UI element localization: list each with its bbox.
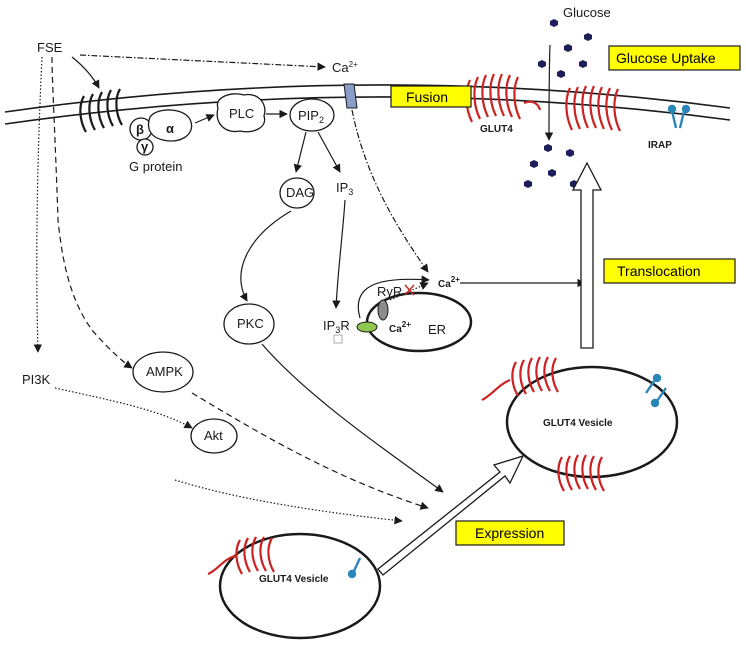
glucose-entry-arrow (544, 44, 554, 141)
fse-to-ca-arrow (79, 54, 326, 71)
upper-vesicle-glut4-top-icon (481, 356, 559, 401)
upper-vesicle-glut4-bottom-icon (557, 454, 605, 492)
translocation-label: Translocation (617, 263, 701, 279)
ampk-label: AMPK (146, 364, 183, 379)
ampk-to-expression-arrow (191, 392, 429, 510)
fse-to-ampk-arrow (51, 56, 133, 369)
translocation-arrow (571, 161, 603, 349)
pi3k-to-akt-arrow (54, 387, 193, 429)
glut4-label: GLUT4 (480, 124, 513, 135)
dag-label: DAG (286, 185, 314, 200)
expression-label: Expression (475, 525, 544, 541)
fusion-label: Fusion (406, 89, 448, 105)
er-ca-label: Ca2+ (389, 320, 411, 335)
upper-glut4-vesicle: GLUT4 Vesicle (481, 356, 679, 492)
ip3r-label: IP3R (323, 318, 350, 335)
expression-box: Expression (455, 520, 565, 546)
fusion-box: Fusion (390, 85, 472, 108)
glucose-molecule-icons (524, 19, 592, 188)
glucose-uptake-label: Glucose Uptake (616, 50, 716, 66)
irap-icon (667, 104, 691, 129)
glut4-membrane-right-icon (565, 85, 621, 132)
ip3r-marker (333, 334, 343, 344)
ampk-node: AMPK (132, 351, 194, 393)
irap-label: IRAP (648, 140, 672, 151)
dag-node: DAG (279, 177, 315, 209)
ip3-label: IP3 (336, 180, 353, 197)
ip3r-channel-icon (356, 321, 378, 333)
plasma-membrane (4, 84, 731, 125)
ip3-to-ip3r-arrow (332, 199, 346, 309)
pkc-label: PKC (237, 316, 264, 331)
pip2-label: PIP2 (298, 108, 324, 125)
er-label: ER (428, 322, 446, 337)
dag-to-pkc-arrow (239, 210, 292, 302)
glucose-uptake-box: Glucose Uptake (608, 45, 741, 71)
fse-to-receptor-arrow (71, 56, 100, 89)
glucose-label: Glucose (563, 5, 611, 20)
g-alpha-label: α (166, 121, 174, 136)
upper-vesicle-label: GLUT4 Vesicle (543, 418, 613, 429)
g-beta-label: β (136, 122, 144, 137)
lower-vesicle-irap-icon (347, 557, 362, 579)
ryr-block-icon (404, 284, 415, 296)
er-ca-release-arrow (357, 275, 430, 319)
cytosolic-ca-label: Ca2+ (438, 275, 460, 290)
fse-label: FSE (37, 40, 63, 55)
lower-vesicle-label: GLUT4 Vesicle (259, 574, 329, 585)
pip2-to-ip3-arrow (317, 131, 341, 173)
plc-label: PLC (229, 106, 254, 121)
ca-influx-arrow (351, 109, 429, 273)
pkc-to-expression-arrow (261, 343, 444, 493)
lower-vesicle-glut4-icon (207, 536, 275, 576)
pkc-node: PKC (223, 303, 275, 345)
ryr-channel-icon (377, 299, 389, 321)
upper-vesicle-irap-icon (645, 373, 667, 408)
ca-channel-icon (343, 83, 358, 109)
ryr-label: RyR (377, 284, 402, 299)
g-protein-to-plc-arrow (194, 114, 215, 124)
extracellular-ca-label: Ca2+ (332, 60, 358, 75)
glut4-membrane-icon (465, 73, 542, 123)
pip2-node: PIP2 (289, 98, 335, 132)
pip2-to-dag-arrow (293, 131, 307, 173)
g-gamma-label: γ (141, 139, 149, 154)
plc-node: PLC (216, 93, 266, 133)
expression-arrow (377, 454, 525, 576)
lower-glut4-vesicle: GLUT4 Vesicle (207, 532, 382, 640)
pi3k-label: PI3K (22, 372, 51, 387)
g-protein-label: G protein (129, 159, 182, 174)
gpcr-receptor-icon (79, 88, 123, 133)
akt-label: Akt (204, 428, 223, 443)
fse-to-pi3k-arrow (33, 56, 43, 353)
akt-to-expression-arrow (174, 479, 403, 525)
g-protein-icon: β α γ G protein (129, 109, 193, 174)
akt-node: Akt (190, 418, 238, 454)
translocation-box: Translocation (603, 258, 736, 284)
